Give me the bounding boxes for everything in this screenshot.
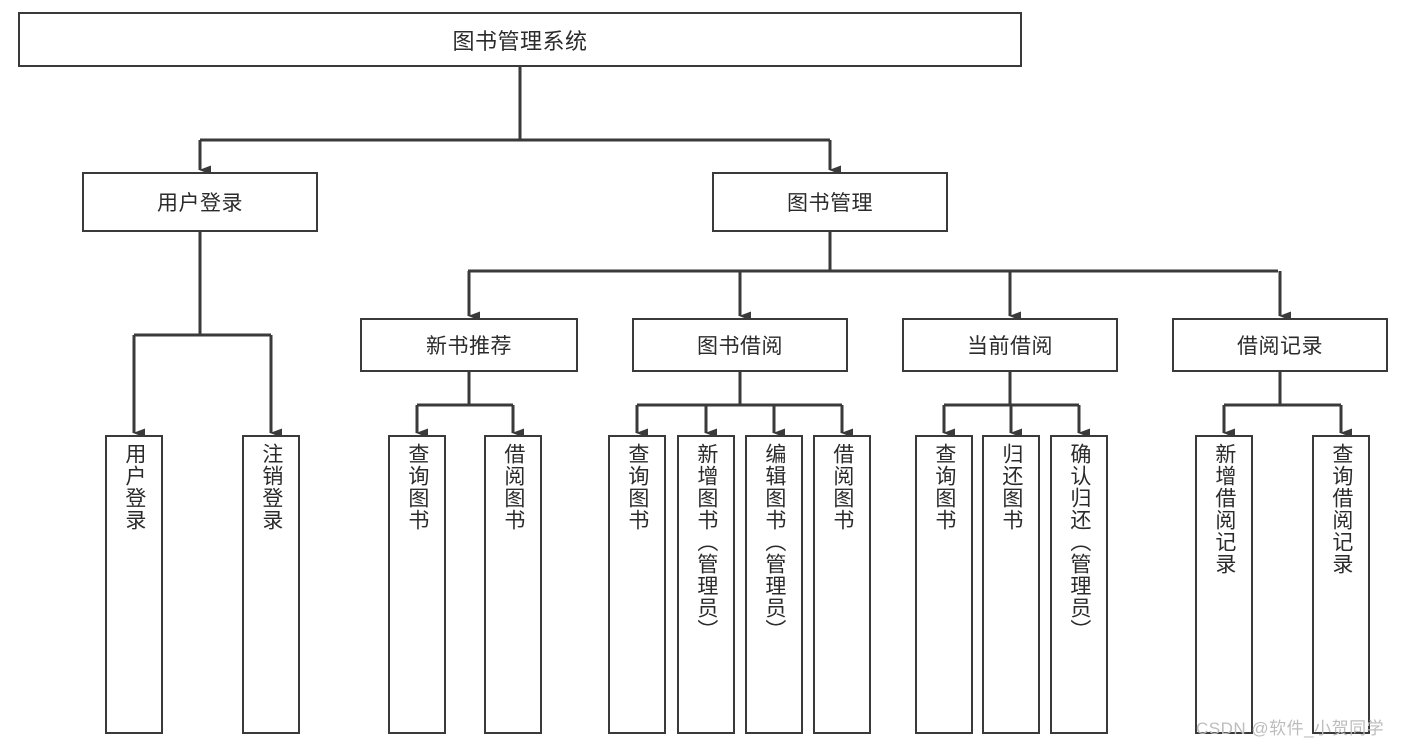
node-leaf_query_book_3[interactable]: 查询图书 <box>915 435 973 734</box>
node-leaf_query_book_3-label: 查询图书 <box>932 443 956 531</box>
node-leaf_add_book[interactable]: 新增图书（管理员） <box>677 435 735 734</box>
node-leaf_edit_book[interactable]: 编辑图书（管理员） <box>745 435 803 734</box>
node-borrow_record[interactable]: 借阅记录 <box>1172 318 1388 372</box>
node-leaf_confirm_return-label: 确认归还（管理员） <box>1067 443 1091 641</box>
node-book_manage-label: 图书管理 <box>787 192 873 215</box>
node-leaf_query_record-label: 查询借阅记录 <box>1329 443 1353 575</box>
connector-lines <box>132 67 1352 438</box>
node-leaf_query_book_2[interactable]: 查询图书 <box>608 435 666 734</box>
node-leaf_return_book[interactable]: 归还图书 <box>982 435 1040 734</box>
node-new_book_rec[interactable]: 新书推荐 <box>360 318 578 372</box>
node-leaf_query_book_1-label: 查询图书 <box>405 443 429 531</box>
node-current_borrow[interactable]: 当前借阅 <box>902 318 1118 372</box>
node-leaf_borrow_book_1-label: 借阅图书 <box>501 443 525 531</box>
node-leaf_user_logout-label: 注销登录 <box>259 443 283 531</box>
node-user_login[interactable]: 用户登录 <box>82 172 318 232</box>
node-leaf_confirm_return[interactable]: 确认归还（管理员） <box>1050 435 1108 734</box>
node-leaf_add_book-label: 新增图书（管理员） <box>694 443 718 641</box>
node-leaf_add_record[interactable]: 新增借阅记录 <box>1195 435 1253 734</box>
node-leaf_borrow_book_2[interactable]: 借阅图书 <box>813 435 871 734</box>
node-borrow_record-label: 借阅记录 <box>1237 335 1323 358</box>
node-leaf_borrow_book_2-label: 借阅图书 <box>830 443 854 531</box>
node-leaf_query_book_1[interactable]: 查询图书 <box>388 435 446 734</box>
node-book_manage[interactable]: 图书管理 <box>712 172 948 232</box>
node-book_borrow-label: 图书借阅 <box>697 335 783 358</box>
node-current_borrow-label: 当前借阅 <box>967 335 1053 358</box>
node-leaf_user_logout[interactable]: 注销登录 <box>242 435 300 734</box>
node-new_book_rec-label: 新书推荐 <box>426 335 512 358</box>
node-leaf_query_record[interactable]: 查询借阅记录 <box>1312 435 1370 734</box>
node-user_login-label: 用户登录 <box>157 192 243 215</box>
node-root-图书管理系统[interactable]: 图书管理系统 <box>18 12 1022 67</box>
node-book_borrow[interactable]: 图书借阅 <box>632 318 848 372</box>
node-leaf_query_book_2-label: 查询图书 <box>625 443 649 531</box>
node-leaf_add_record-label: 新增借阅记录 <box>1212 443 1236 575</box>
node-root-图书管理系统-label: 图书管理系统 <box>452 28 588 54</box>
node-leaf_user_login[interactable]: 用户登录 <box>105 435 163 734</box>
node-leaf_edit_book-label: 编辑图书（管理员） <box>762 443 786 641</box>
node-leaf_borrow_book_1[interactable]: 借阅图书 <box>484 435 542 734</box>
node-leaf_return_book-label: 归还图书 <box>999 443 1023 531</box>
node-leaf_user_login-label: 用户登录 <box>122 443 146 531</box>
